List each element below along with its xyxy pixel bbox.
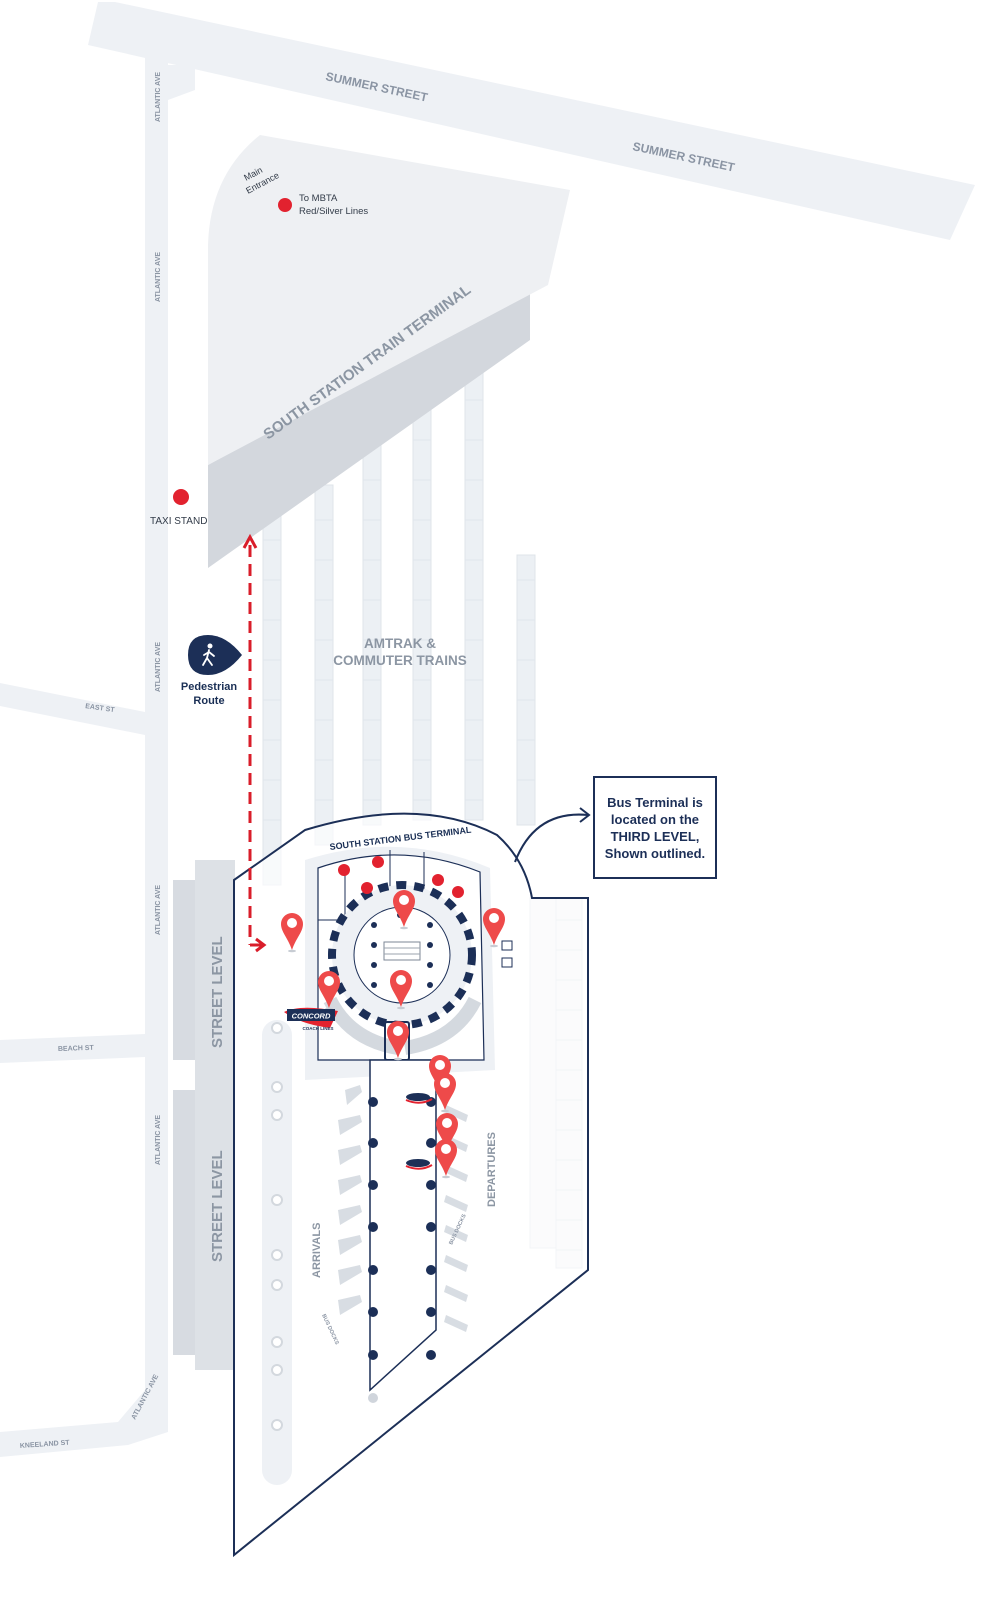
map-pin-icon [390, 970, 412, 1010]
map-pin-icon [393, 890, 415, 930]
terminal-roof [208, 135, 570, 465]
mbta-dot [278, 198, 292, 212]
beach-st-label: BEACH ST [58, 1045, 95, 1053]
pedestrian-label-1: Pedestrian [181, 681, 238, 693]
restroom-icon [338, 864, 350, 876]
pedestrian-icon [188, 635, 242, 675]
summer-street-road [88, 2, 975, 240]
atlantic-ave-label-4: ATLANTIC AVE [155, 885, 162, 935]
pedestrian-route [242, 533, 267, 953]
street-level-ramps [173, 860, 235, 1370]
dock-dots [368, 1097, 436, 1403]
facility-dot-2 [452, 886, 464, 898]
track-hatching [263, 399, 535, 821]
atlantic-ave-label-3: ATLANTIC AVE [155, 642, 162, 692]
callout-text: Bus Terminal is located on the THIRD LEV… [604, 794, 706, 861]
bus-terminal-interior [305, 846, 513, 1080]
street-lane [262, 1020, 292, 1485]
east-st-road [0, 683, 145, 735]
concord-logo-dock-2 [405, 1159, 433, 1170]
atlantic-ave-label-2: ATLANTIC AVE [155, 252, 162, 302]
concord-logo: CONCORD COACH LINES [284, 1007, 338, 1031]
map-pin-icon [387, 1021, 409, 1061]
atlantic-ave-label-5: ATLANTIC AVE [155, 1115, 162, 1165]
atlantic-ave-road [0, 45, 168, 1457]
track-3 [362, 444, 382, 826]
callout-box: Bus Terminal is located on the THIRD LEV… [593, 776, 717, 879]
track-4 [412, 409, 432, 821]
map-pins [281, 890, 505, 1179]
trains-label-1: AMTRAK & [364, 636, 436, 651]
ticket-counter-left [323, 996, 400, 1055]
callout-arrowhead [579, 807, 591, 823]
track-1 [262, 504, 282, 886]
taxi-stand-dot [173, 489, 189, 505]
callout-arrow [514, 813, 589, 863]
facility-dot-1 [432, 874, 444, 886]
arrivals-label: ARRIVALS [311, 1223, 323, 1278]
map-pin-icon [281, 913, 303, 953]
street-level-label-1: STREET LEVEL [209, 936, 226, 1048]
train-tracks [262, 369, 536, 886]
atlantic-ave-offset [168, 65, 195, 100]
ticket-counter-right [403, 996, 482, 1055]
svg-text:COACH LINES: COACH LINES [302, 1026, 333, 1031]
departures-label: DEPARTURES [486, 1132, 498, 1207]
map-pin-icon [483, 908, 505, 948]
gate-a1 [501, 940, 513, 951]
mbta-label-2: Red/Silver Lines [299, 206, 368, 217]
restroom-icon-2 [372, 856, 384, 868]
map-pin-icon [434, 1073, 456, 1113]
concord-logo-dock-1 [405, 1093, 433, 1104]
roads [0, 2, 975, 1457]
taxi-stand-label: TAXI STAND [150, 516, 207, 527]
escalator [383, 941, 421, 961]
beach-st-road [0, 1034, 145, 1063]
atlantic-ave-label-1: ATLANTIC AVE [155, 72, 162, 122]
street-level-label-2: STREET LEVEL [209, 1150, 226, 1262]
kneeland-st-label: KNEELAND ST [20, 1439, 71, 1450]
dock-lane [369, 1059, 437, 1392]
svg-text:CONCORD: CONCORD [292, 1012, 331, 1021]
track-2 [314, 484, 334, 846]
track-5 [464, 369, 484, 821]
east-st-label: EAST ST [85, 703, 116, 714]
arrival-docks [338, 1085, 362, 1315]
trains-label-2: COMMUTER TRAINS [333, 653, 467, 668]
map-pin-icon [435, 1139, 457, 1179]
info-icon [361, 882, 373, 894]
terminal-shadow [208, 285, 530, 568]
pedestrian-label-2: Route [193, 695, 224, 707]
track-6 [516, 554, 536, 826]
train-terminal-building [208, 135, 570, 568]
gate-a2 [501, 957, 513, 968]
mbta-label-1: To MBTA [299, 193, 338, 204]
